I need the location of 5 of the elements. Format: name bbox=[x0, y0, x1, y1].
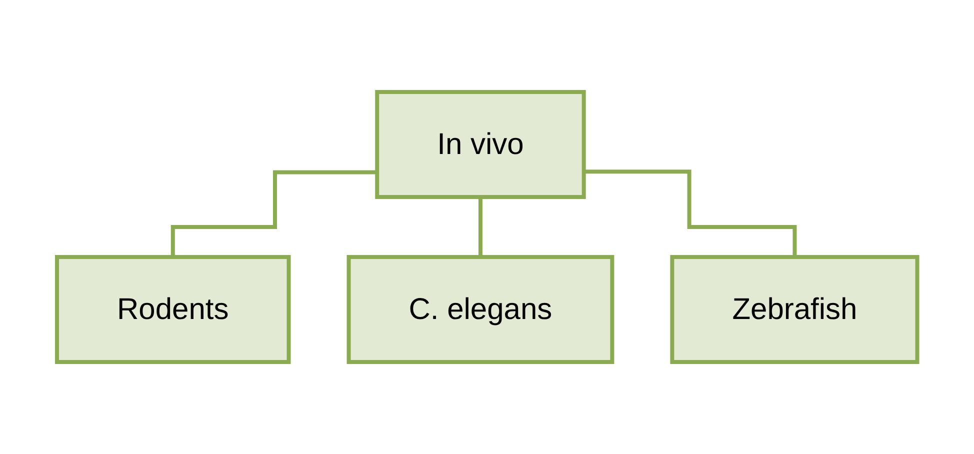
tree-diagram: In vivo Rodents C. elegans Zebrafish bbox=[48, 0, 926, 454]
node-box bbox=[374, 90, 586, 199]
node-box bbox=[54, 255, 291, 364]
node-box bbox=[346, 255, 614, 364]
node-box bbox=[670, 255, 920, 364]
